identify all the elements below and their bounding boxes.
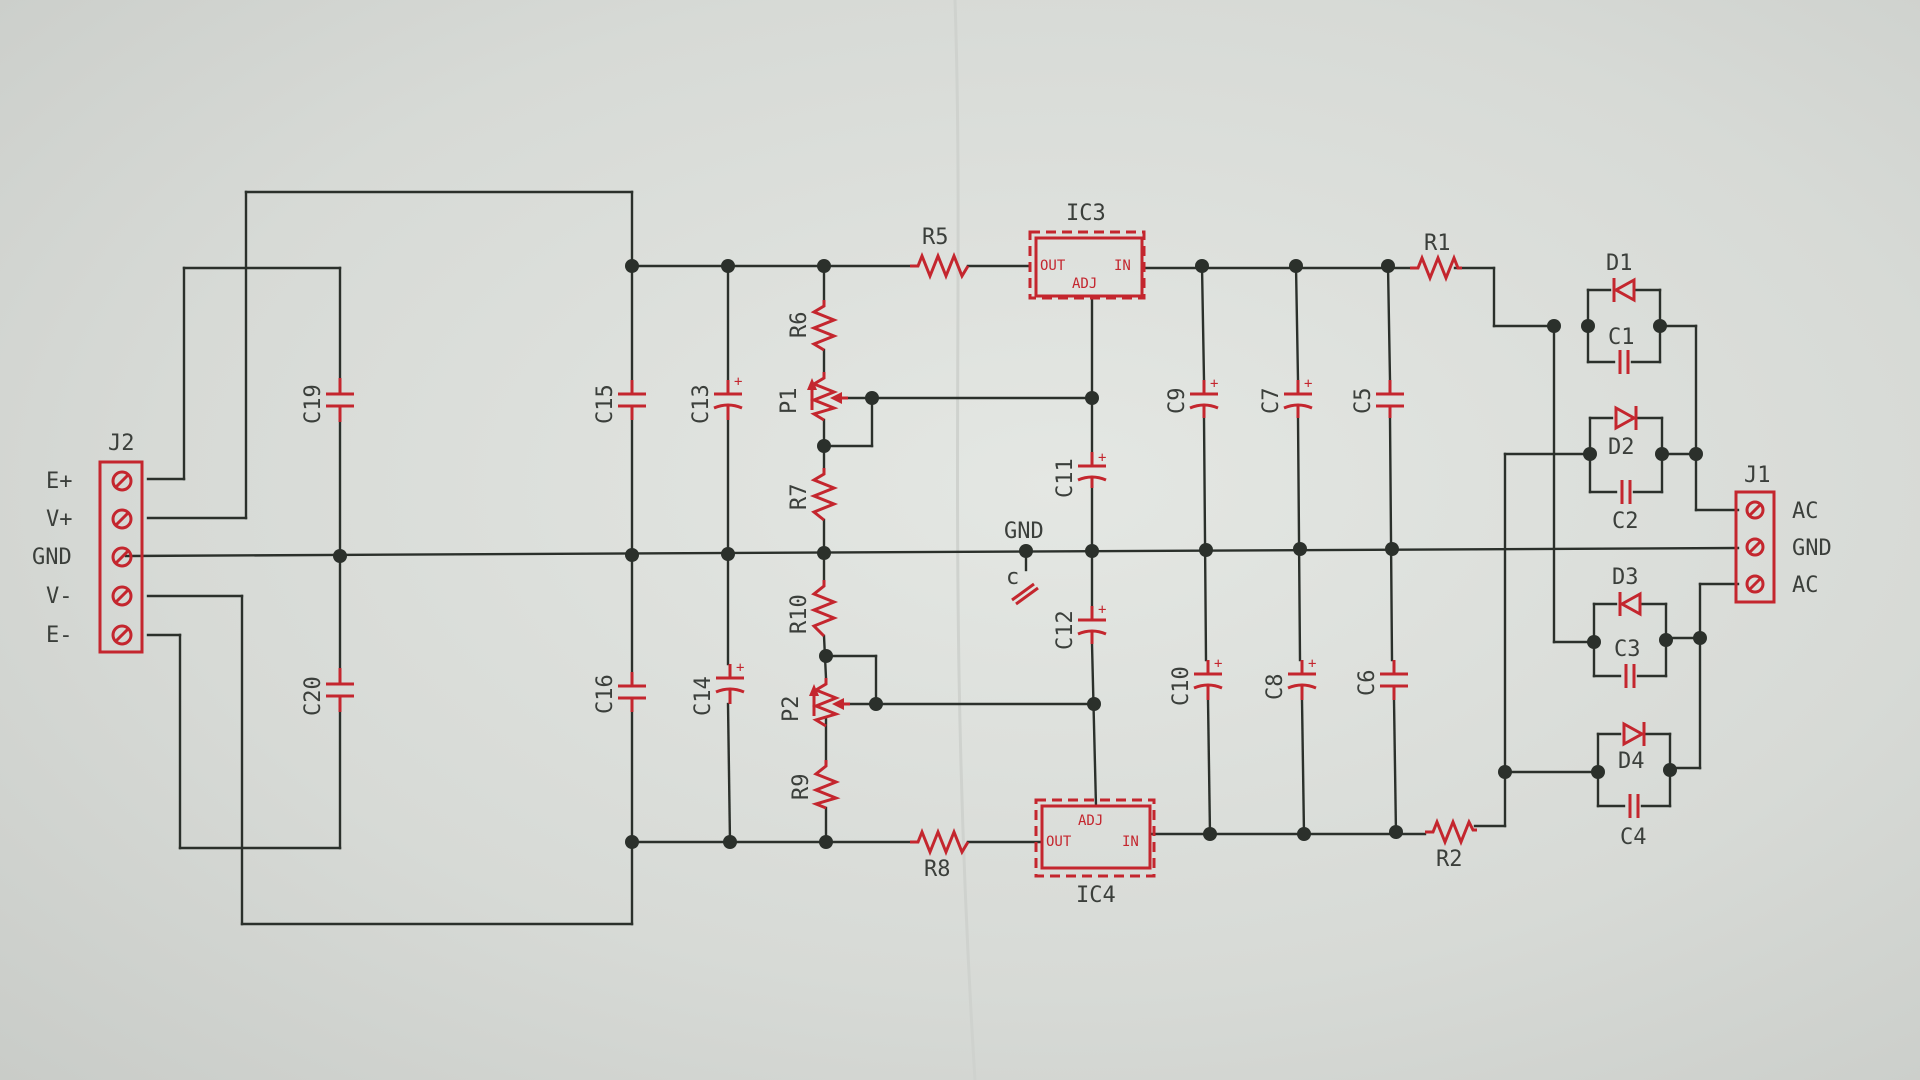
resistor-r1: [1410, 253, 1462, 283]
ic4-label: IC4: [1076, 883, 1116, 908]
resistor-r8: [910, 827, 970, 857]
c9-plus: +: [1210, 376, 1218, 392]
gnd-label: GND: [1004, 519, 1044, 544]
potentiometers: P1 P2: [777, 372, 850, 728]
ic3-adj-pin: ADJ: [1072, 276, 1097, 292]
connector-j1: J1 AC GND AC: [1734, 463, 1832, 604]
c5-label: C5: [1351, 388, 1376, 415]
c6-label: C6: [1355, 670, 1380, 697]
resistor-r6: [809, 300, 839, 352]
j2-pin-gnd: GND: [32, 545, 72, 570]
r10-label: R10: [787, 594, 812, 634]
wires: [124, 190, 1740, 926]
j2-pin-v-plus: V+: [46, 507, 73, 532]
capacitors: C19 C20 C15 C16 C5 C6 C1 C2: [301, 325, 1647, 850]
c8-plus: +: [1308, 656, 1316, 672]
ic4-out-pin: OUT: [1046, 834, 1072, 850]
c10-label: C10: [1169, 666, 1194, 706]
d2-label: D2: [1608, 435, 1635, 460]
r8-label: R8: [924, 857, 951, 882]
potentiometer-p2: [811, 678, 841, 728]
r1-label: R1: [1424, 231, 1451, 256]
c20-label: C20: [301, 676, 326, 716]
c14-label: C14: [691, 676, 716, 716]
c9-label: C9: [1165, 388, 1190, 415]
d4-label: D4: [1618, 749, 1645, 774]
resistor-r5: [910, 251, 970, 281]
resistor-r10: [809, 580, 839, 638]
ic4-in-pin: IN: [1122, 834, 1139, 850]
c7-plus: +: [1304, 376, 1312, 392]
j1-pin-gnd: GND: [1792, 536, 1832, 561]
c12-label: C12: [1053, 610, 1078, 650]
small-capacitor-c: c: [1006, 549, 1039, 606]
junctions: [333, 259, 1707, 849]
regulator-ic3: OUT IN ADJ IC3: [1028, 201, 1146, 300]
j2-label: J2: [108, 431, 135, 456]
ic3-in-pin: IN: [1114, 258, 1131, 274]
r6-label: R6: [787, 312, 812, 339]
connector-j2: J2 E+ V+ GND V- E-: [32, 431, 144, 654]
electrolytic-capacitors: + C13 + C14 + C11 + C12 + C9 + C10: [689, 374, 1317, 716]
ic3-out-pin: OUT: [1040, 258, 1066, 274]
j2-pin-e-plus: E+: [46, 469, 73, 494]
small-c-label: c: [1006, 565, 1019, 590]
c11-label: C11: [1053, 458, 1078, 498]
d3-label: D3: [1612, 565, 1639, 590]
c8-label: C8: [1263, 674, 1288, 701]
potentiometer-p1: [809, 372, 839, 422]
p1-label: P1: [777, 388, 802, 415]
c12-plus: +: [1098, 602, 1106, 618]
j2-pin-v-minus: V-: [46, 584, 73, 609]
r2-label: R2: [1436, 847, 1463, 872]
r5-label: R5: [922, 225, 949, 250]
resistor-r7: [809, 468, 839, 522]
paper-crease: [953, 0, 977, 1080]
ic3-label: IC3: [1066, 201, 1106, 226]
c15-label: C15: [593, 384, 618, 424]
resistors: R5 R1 R8 R2 R6 R7 R10 R9: [787, 225, 1477, 882]
r7-label: R7: [787, 484, 812, 511]
c19-label: C19: [301, 384, 326, 424]
c13-label: C13: [689, 384, 714, 424]
d1-label: D1: [1606, 251, 1633, 276]
resistor-r9: [811, 760, 841, 810]
c11-plus: +: [1098, 450, 1106, 466]
c14-plus: +: [736, 660, 744, 676]
c10-plus: +: [1214, 656, 1222, 672]
p2-label: P2: [779, 696, 804, 723]
regulator-ic4: ADJ OUT IN IC4: [1034, 798, 1156, 908]
j1-label: J1: [1744, 463, 1771, 488]
c3-label: C3: [1614, 637, 1641, 662]
j1-pin-ac-2: AC: [1792, 573, 1819, 598]
r9-label: R9: [789, 774, 814, 801]
ic4-adj-pin: ADJ: [1078, 813, 1103, 829]
diodes: D1 D2 D3 D4: [1606, 251, 1646, 774]
j2-pin-e-minus: E-: [46, 623, 73, 648]
c7-label: C7: [1259, 388, 1284, 415]
c2-label: C2: [1612, 509, 1639, 534]
j1-pin-ac-1: AC: [1792, 499, 1819, 524]
c4-label: C4: [1620, 825, 1647, 850]
c1-label: C1: [1608, 325, 1635, 350]
c13-plus: +: [734, 374, 742, 390]
resistor-r2: [1425, 817, 1477, 847]
c16-label: C16: [593, 674, 618, 714]
